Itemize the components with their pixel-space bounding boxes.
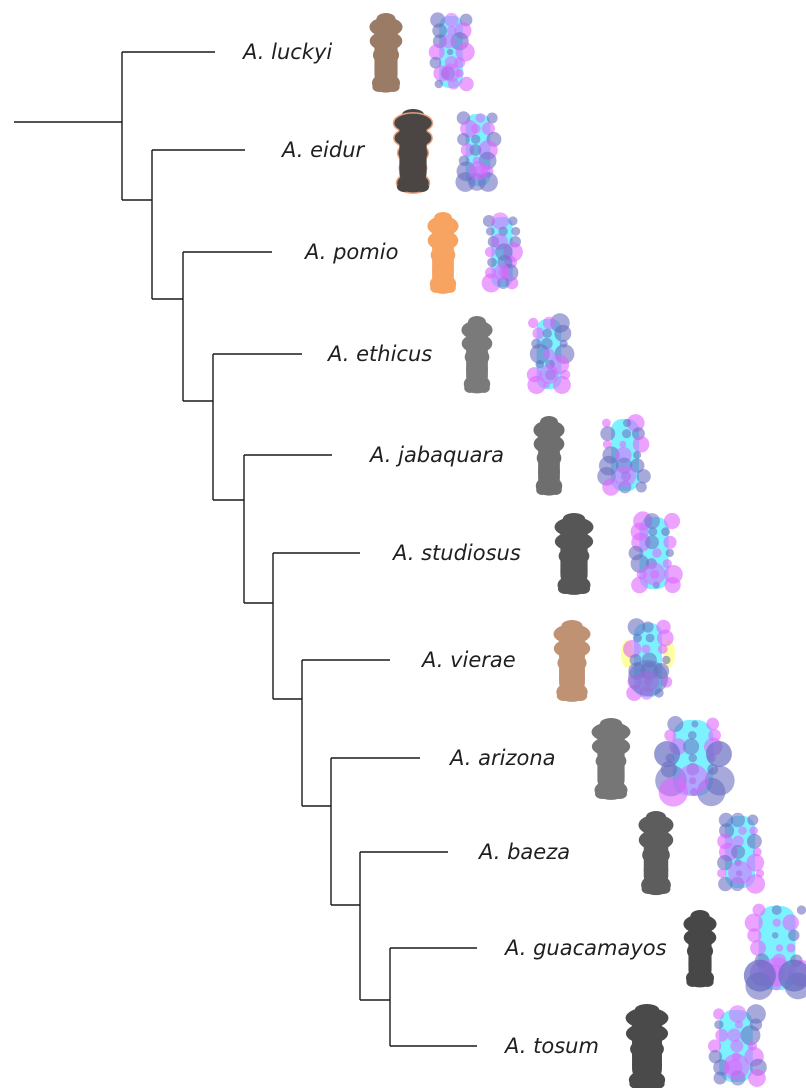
- taxon-label: A. ethicus: [326, 342, 432, 366]
- taxon-label: A. baeza: [477, 840, 570, 864]
- taxon-label: A. luckyi: [241, 40, 332, 64]
- body-schematic: [621, 618, 675, 701]
- body-schematic: [628, 511, 683, 594]
- taxon-labels: A. luckyi A. eidur A. pomio A. ethicus A. ja…: [241, 40, 667, 1058]
- body-schematic: [481, 212, 523, 293]
- body-silhouette: [683, 910, 717, 988]
- body-silhouette: [392, 109, 434, 194]
- body-silhouette: [638, 811, 674, 896]
- body-schematic: [526, 313, 575, 395]
- body-schematic: [455, 111, 502, 192]
- cladogram-branches: [14, 51, 477, 1047]
- body-schematic: [716, 812, 766, 894]
- body-schematic: [707, 1004, 767, 1087]
- body-schematic: [654, 715, 735, 807]
- body-silhouette: [427, 212, 459, 294]
- body-silhouette: [553, 620, 591, 702]
- body-silhouette: [461, 316, 493, 394]
- body-schematic: [428, 12, 475, 92]
- taxon-label: A. eidur: [280, 138, 366, 162]
- taxon-label: A. guacamayos: [503, 936, 667, 960]
- taxon-label: A. arizona: [448, 746, 556, 770]
- taxon-label: A. vierae: [420, 648, 516, 672]
- body-schematic: [597, 414, 651, 496]
- taxon-label: A. jabaquara: [368, 443, 504, 467]
- body-silhouettes: [369, 13, 717, 1088]
- body-silhouette: [554, 513, 594, 595]
- body-silhouette: [369, 13, 403, 93]
- taxon-label: A. tosum: [503, 1034, 599, 1058]
- body-silhouette: [591, 718, 631, 800]
- taxon-label: A. pomio: [303, 240, 398, 264]
- body-schematics: [428, 12, 806, 1087]
- body-schematic: [743, 903, 806, 1000]
- taxon-label: A. studiosus: [391, 541, 521, 565]
- body-silhouette: [625, 1004, 669, 1088]
- body-silhouette: [533, 416, 565, 496]
